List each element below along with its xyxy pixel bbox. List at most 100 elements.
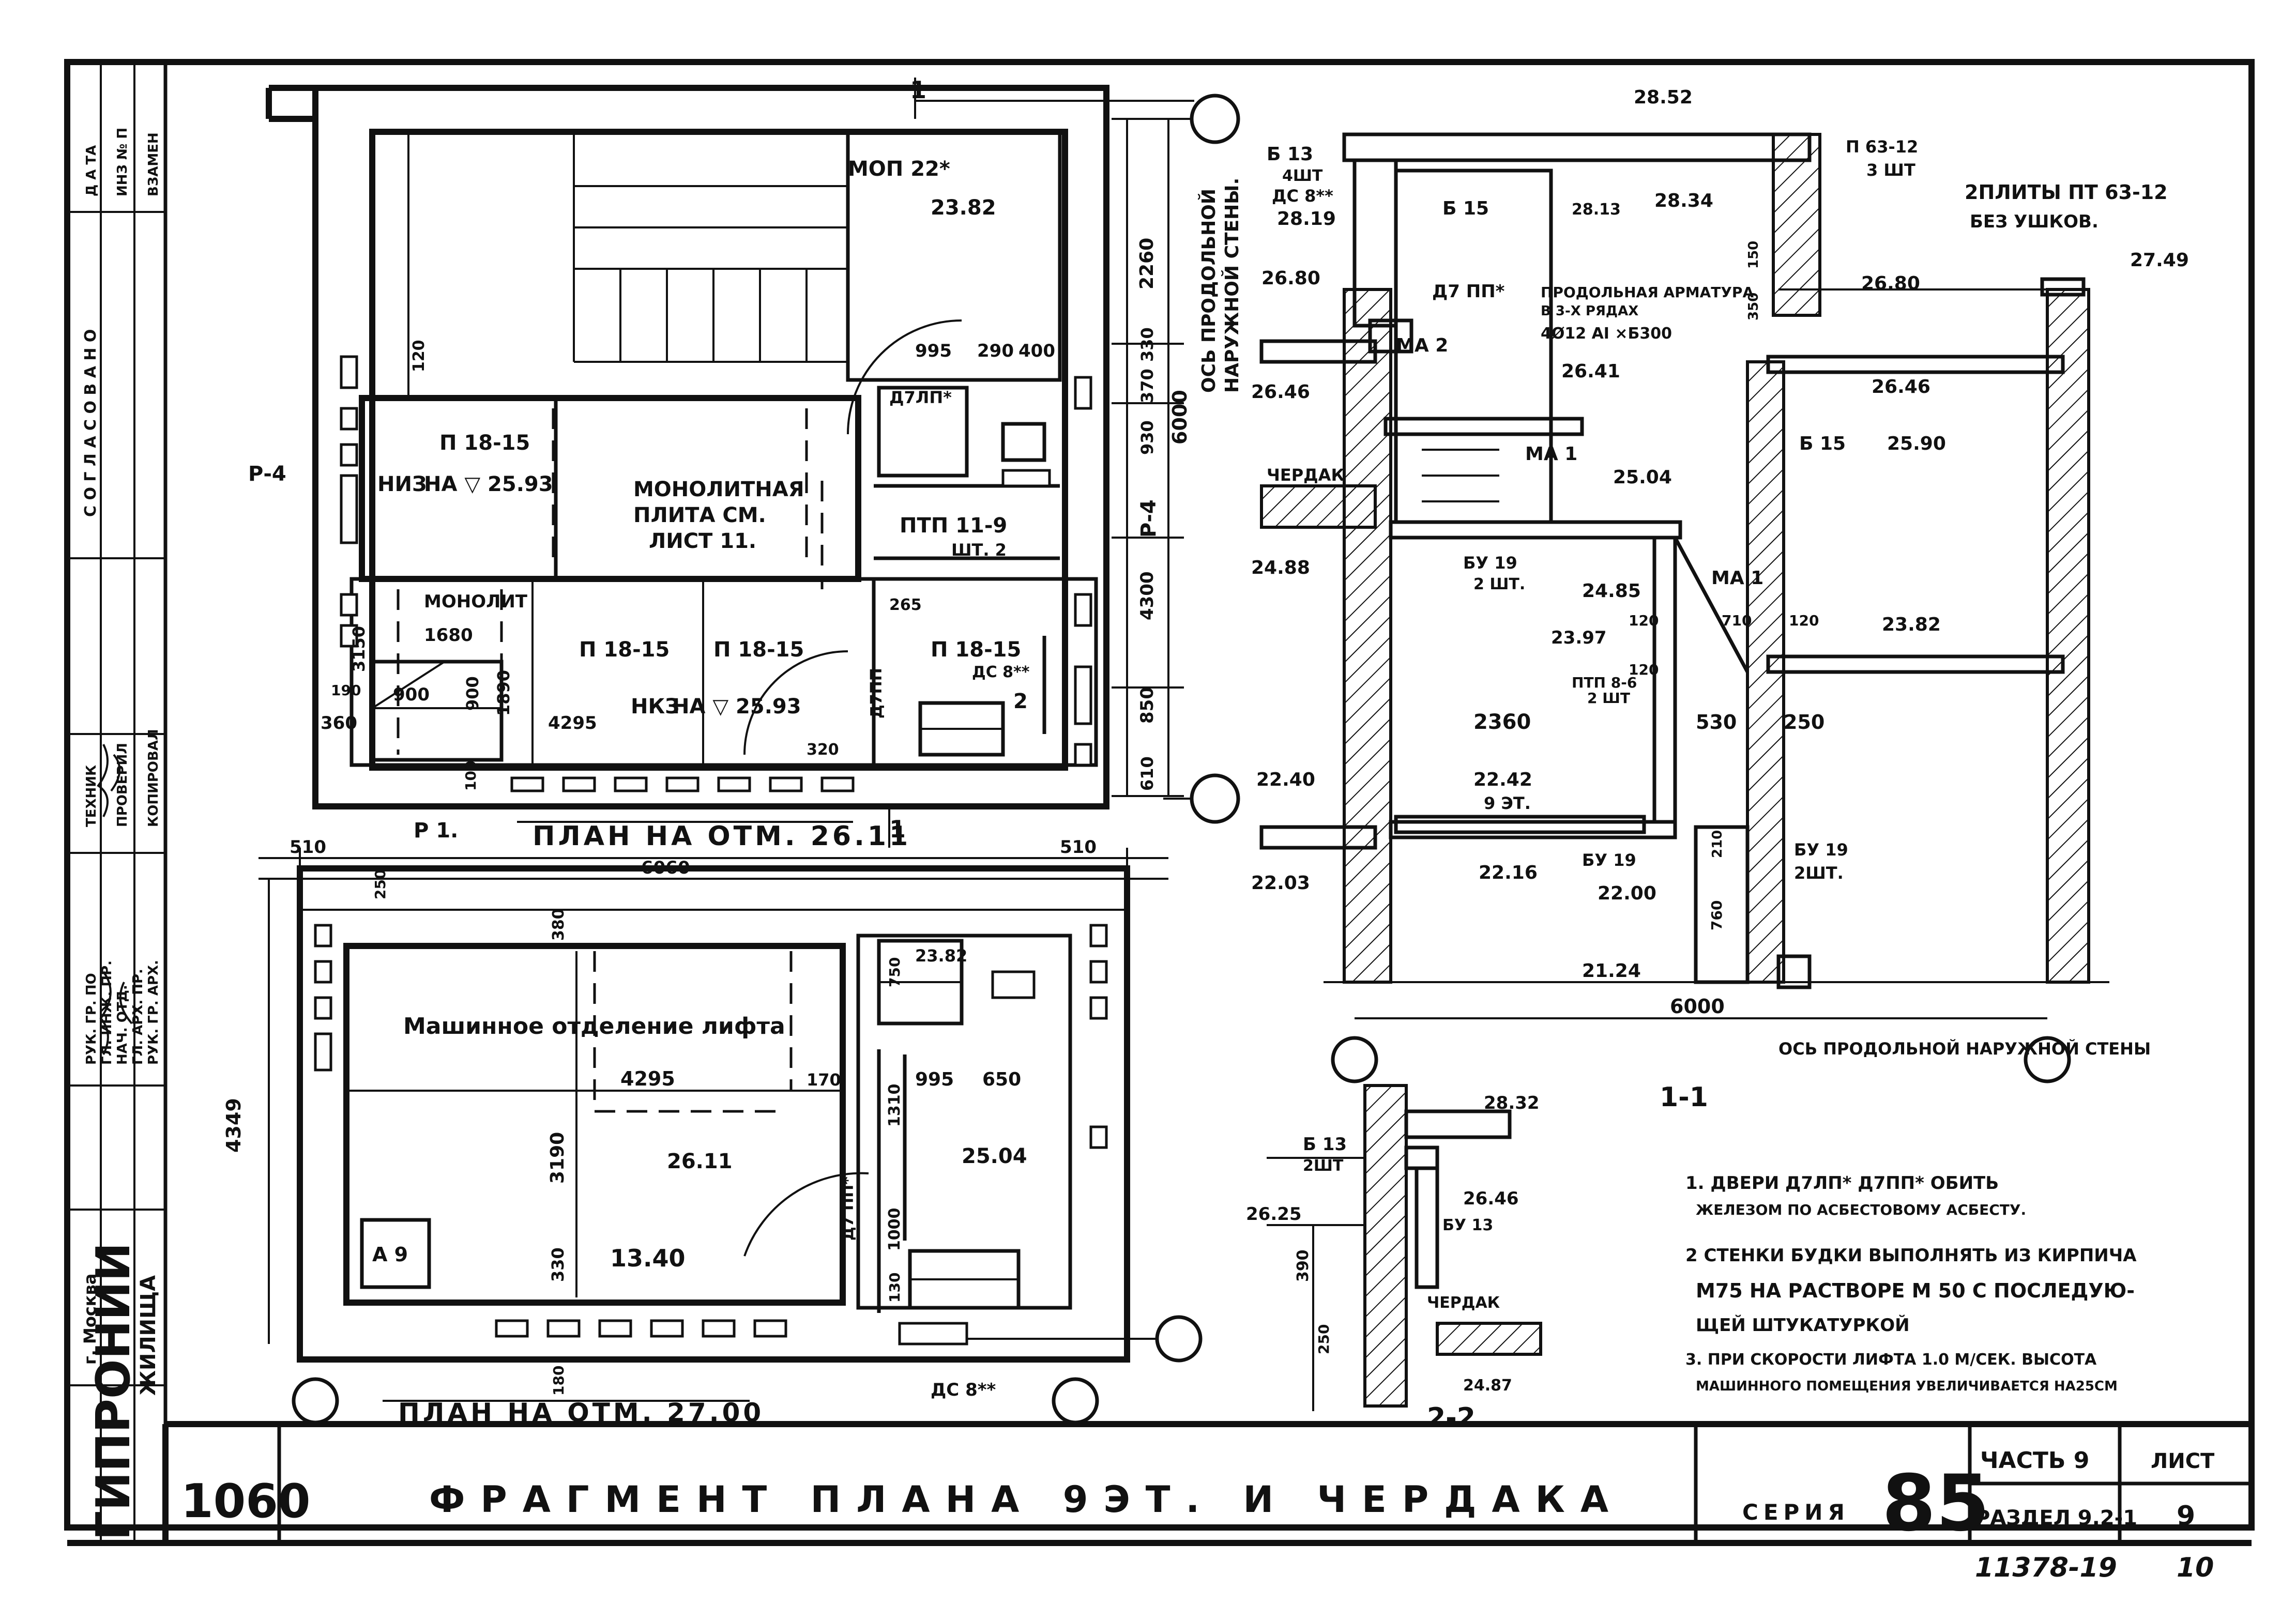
label-b15: Б 15 bbox=[1799, 433, 1846, 454]
stamp-city: г. Москва bbox=[80, 1274, 100, 1365]
mark-23-82: 23.82 bbox=[915, 946, 967, 966]
mark: 26.80 bbox=[1861, 273, 1920, 294]
dim-6000: 6000 bbox=[1670, 995, 1725, 1018]
dim-1000: 1000 bbox=[886, 1208, 904, 1251]
label-door: Д7 ПП* bbox=[1432, 281, 1505, 302]
mark: 25.90 bbox=[1887, 433, 1946, 454]
axis-bubble bbox=[1052, 1377, 1099, 1425]
dim-100: 100 bbox=[462, 761, 479, 791]
axis-bubble bbox=[1190, 773, 1240, 824]
label-ma1: МА 1 bbox=[1711, 568, 1763, 589]
part-label: ЧАСТЬ 9 bbox=[1980, 1447, 2089, 1474]
stamp-organization: ГИПРОНИИ bbox=[86, 1243, 141, 1540]
label-door: Д7ЛП* bbox=[889, 388, 952, 407]
label-door: Д7ПП bbox=[868, 668, 886, 719]
axis-note: ОСЬ ПРОДОЛЬНОЙ НАРУЖНОЙ СТЕНЫ bbox=[1778, 1039, 2151, 1059]
dim-710: 710 bbox=[1722, 612, 1752, 629]
dim-370: 370 bbox=[1137, 369, 1157, 403]
note-line: МАШИННОГО ПОМЕЩЕНИЯ УВЕЛИЧИВАЕТСЯ НА25СМ bbox=[1696, 1379, 2118, 1394]
mark: 26.25 bbox=[1246, 1204, 1302, 1225]
mark: 24.88 bbox=[1251, 557, 1310, 578]
dim-900: 900 bbox=[393, 684, 430, 705]
section-title: 2-2. bbox=[1427, 1402, 1486, 1433]
dim-850: 850 bbox=[1137, 687, 1158, 724]
cut-mark: 1 bbox=[910, 76, 926, 104]
mark: 21.24 bbox=[1582, 960, 1641, 982]
dim-650: 650 bbox=[982, 1069, 1021, 1090]
dim-2260: 2260 bbox=[1136, 238, 1158, 289]
dim-330: 330 bbox=[548, 1247, 568, 1282]
stamp-role-6: ПРОВЕРИЛ bbox=[115, 743, 130, 827]
dim-390: 390 bbox=[1294, 1249, 1312, 1282]
dim-380: 380 bbox=[550, 908, 568, 941]
dim-995: 995 bbox=[915, 341, 952, 361]
mark: 26.46 bbox=[1463, 1188, 1519, 1209]
room-name: Машинное отделение лифта bbox=[403, 1013, 785, 1040]
label-b13: Б 13 bbox=[1267, 144, 1313, 165]
label-monolit: МОНОЛИТ bbox=[424, 591, 528, 612]
dim-350: 350 bbox=[1746, 293, 1761, 320]
label-rebar: 4Ø12 АI ×Б300 bbox=[1541, 325, 1672, 343]
label-ptp: ПТП 11-9 bbox=[900, 514, 1007, 538]
mark: 26.80 bbox=[1261, 268, 1320, 289]
dim-250: 250 bbox=[1784, 711, 1824, 733]
label-by19: БУ 19 bbox=[1463, 553, 1517, 573]
axis-bubble bbox=[1331, 1036, 1378, 1083]
dim-170: 170 bbox=[807, 1070, 841, 1090]
dim-1680: 1680 bbox=[424, 625, 473, 646]
label-qty: 4ШТ bbox=[1282, 167, 1323, 185]
dim-120: 120 bbox=[1629, 661, 1659, 678]
label-qty: 3 ШТ bbox=[1866, 160, 1915, 180]
mark-26-11: 26.11 bbox=[667, 1150, 733, 1173]
label-by13: БУ 13 bbox=[1442, 1216, 1493, 1234]
dim-1890: 1890 bbox=[494, 670, 513, 716]
label-b13: Б 13 bbox=[1303, 1134, 1347, 1155]
axis-bubble bbox=[1155, 1315, 1203, 1363]
label-qty: 2 ШТ. bbox=[1473, 575, 1525, 593]
plan-title: ПЛАН НА ОТМ. 26.11 bbox=[533, 821, 911, 852]
mark: 26.46 bbox=[1251, 381, 1310, 403]
label-ma2: МА 2 bbox=[1396, 335, 1448, 356]
plan-top: МОП 22* 23.82 П 18-15 НИЗ НА ▽ 25.93 МОН… bbox=[248, 76, 1243, 852]
mark: 28.34 bbox=[1654, 190, 1713, 211]
label-by19: БУ 19 bbox=[1582, 850, 1636, 870]
label-ptp: ПТП 8-6 bbox=[1572, 674, 1637, 691]
label-p4: Р-4 bbox=[248, 462, 286, 486]
label-rebar: ПРОДОЛЬНАЯ АРМАТУРА bbox=[1541, 284, 1754, 301]
section-2-2: 28.32 Б 13 2ШТ 26.46 26.25 БУ 13 390 ЧЕР… bbox=[1246, 1084, 1542, 1433]
dim-320: 320 bbox=[807, 741, 839, 759]
dim-130: 130 bbox=[886, 1273, 903, 1303]
dim-4349: 4349 bbox=[222, 1098, 245, 1153]
dim-360: 360 bbox=[321, 713, 357, 733]
label-a9: А 9 bbox=[372, 1243, 408, 1266]
plan-bottom: Машинное отделение лифта 4295 170 26.11 … bbox=[222, 837, 1203, 1428]
dim-210: 210 bbox=[1710, 830, 1725, 858]
stamp-role-7: КОПИРОВАЛ bbox=[146, 729, 161, 827]
dim-4295: 4295 bbox=[620, 1067, 675, 1090]
label-mop: МОП 22* bbox=[848, 157, 950, 181]
mark: 24.87 bbox=[1463, 1377, 1512, 1395]
stamp-block: Д А ТА ИНЗ № П ВЗАМЕН С О Г Л А С О В А … bbox=[65, 62, 168, 1543]
title-number-left: 1060 bbox=[181, 1474, 311, 1528]
stamp-role-1: РУК. ГР. ПО bbox=[84, 973, 99, 1065]
mark: 22.03 bbox=[1251, 873, 1310, 894]
label-nkz: НКЗ bbox=[631, 695, 680, 719]
mark: 22.42 bbox=[1473, 769, 1532, 790]
label-qty: 2ШТ bbox=[1303, 1157, 1344, 1175]
dim-3150: 3150 bbox=[349, 626, 369, 672]
dim-250: 250 bbox=[1315, 1324, 1332, 1354]
signature-mark bbox=[97, 744, 121, 817]
note-line: 1. ДВЕРИ Д7ЛП* Д7ПП* ОБИТЬ bbox=[1685, 1173, 1999, 1194]
dim-180: 180 bbox=[550, 1366, 567, 1396]
mark: 22.40 bbox=[1256, 769, 1315, 790]
dim-1310: 1310 bbox=[886, 1084, 904, 1127]
dim-900: 900 bbox=[463, 676, 482, 711]
dim-4300: 4300 bbox=[1137, 571, 1158, 620]
label-cherdak: ЧЕРДАК bbox=[1427, 1294, 1500, 1312]
label-plates: 2ПЛИТЫ ПТ 63-12 bbox=[1965, 181, 2168, 204]
stamp-house-type: ЖИЛИЩА bbox=[136, 1275, 160, 1396]
dim-610: 610 bbox=[1137, 756, 1157, 791]
label-b15: Б 15 bbox=[1442, 198, 1489, 219]
stamp-role-4: ГЛ. АРХ. ПР. bbox=[130, 969, 146, 1065]
